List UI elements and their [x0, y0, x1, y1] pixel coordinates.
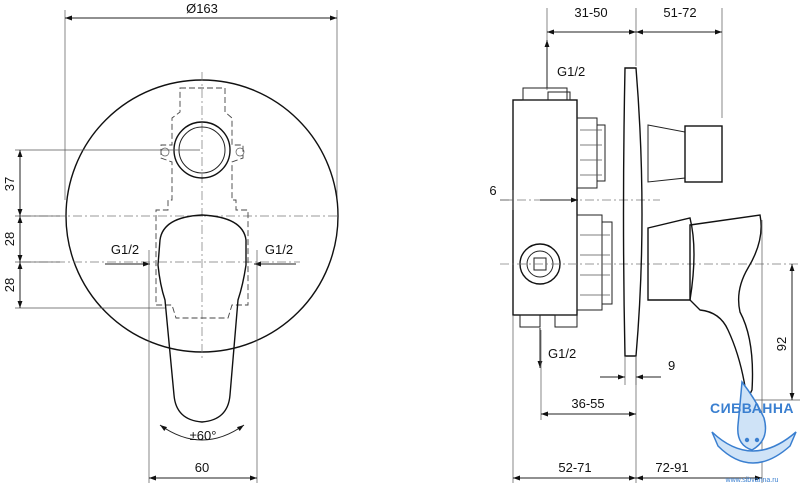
diameter-label: Ø163 — [186, 1, 218, 16]
lever-handle — [157, 214, 247, 423]
dim-72-91-label: 72-91 — [655, 460, 688, 475]
watermark-site: www.sibvanna.ru — [725, 477, 779, 484]
diverter-knob-side — [684, 125, 723, 183]
dim-28-lower-label: 28 — [2, 278, 17, 292]
dim-37-label: 37 — [2, 177, 17, 191]
dim-6-label: 6 — [489, 183, 496, 198]
lever-side — [647, 217, 695, 301]
dim-36-55-label: 36-55 — [571, 396, 604, 411]
dim-92-label: 92 — [774, 337, 789, 351]
cover-plate-profile — [622, 67, 643, 357]
rotation-label: ±60° — [190, 428, 217, 443]
inlet-left-label: G1/2 — [111, 242, 139, 257]
front-view: Ø163 37 28 28 G1/2 G1/2 ±60° — [2, 1, 340, 483]
dim-52-71-label: 52-71 — [558, 460, 591, 475]
width-60-label: 60 — [195, 460, 209, 475]
inlet-right-label: G1/2 — [265, 242, 293, 257]
watermark-brand: СИБВАННА — [710, 400, 794, 416]
rotation-arc — [159, 424, 245, 441]
watermark-logo: СИБВАННА www.sibvanna.ru — [710, 380, 797, 484]
dim-51-72-label: 51-72 — [663, 5, 696, 20]
dim-31-50-label: 31-50 — [574, 5, 607, 20]
outlet-bottom-label: G1/2 — [548, 346, 576, 361]
dim-28-upper-label: 28 — [2, 232, 17, 246]
dim-9-label: 9 — [668, 358, 675, 373]
outlet-top-label: G1/2 — [557, 64, 585, 79]
side-view: 31-50 51-72 G1/2 — [489, 5, 800, 483]
